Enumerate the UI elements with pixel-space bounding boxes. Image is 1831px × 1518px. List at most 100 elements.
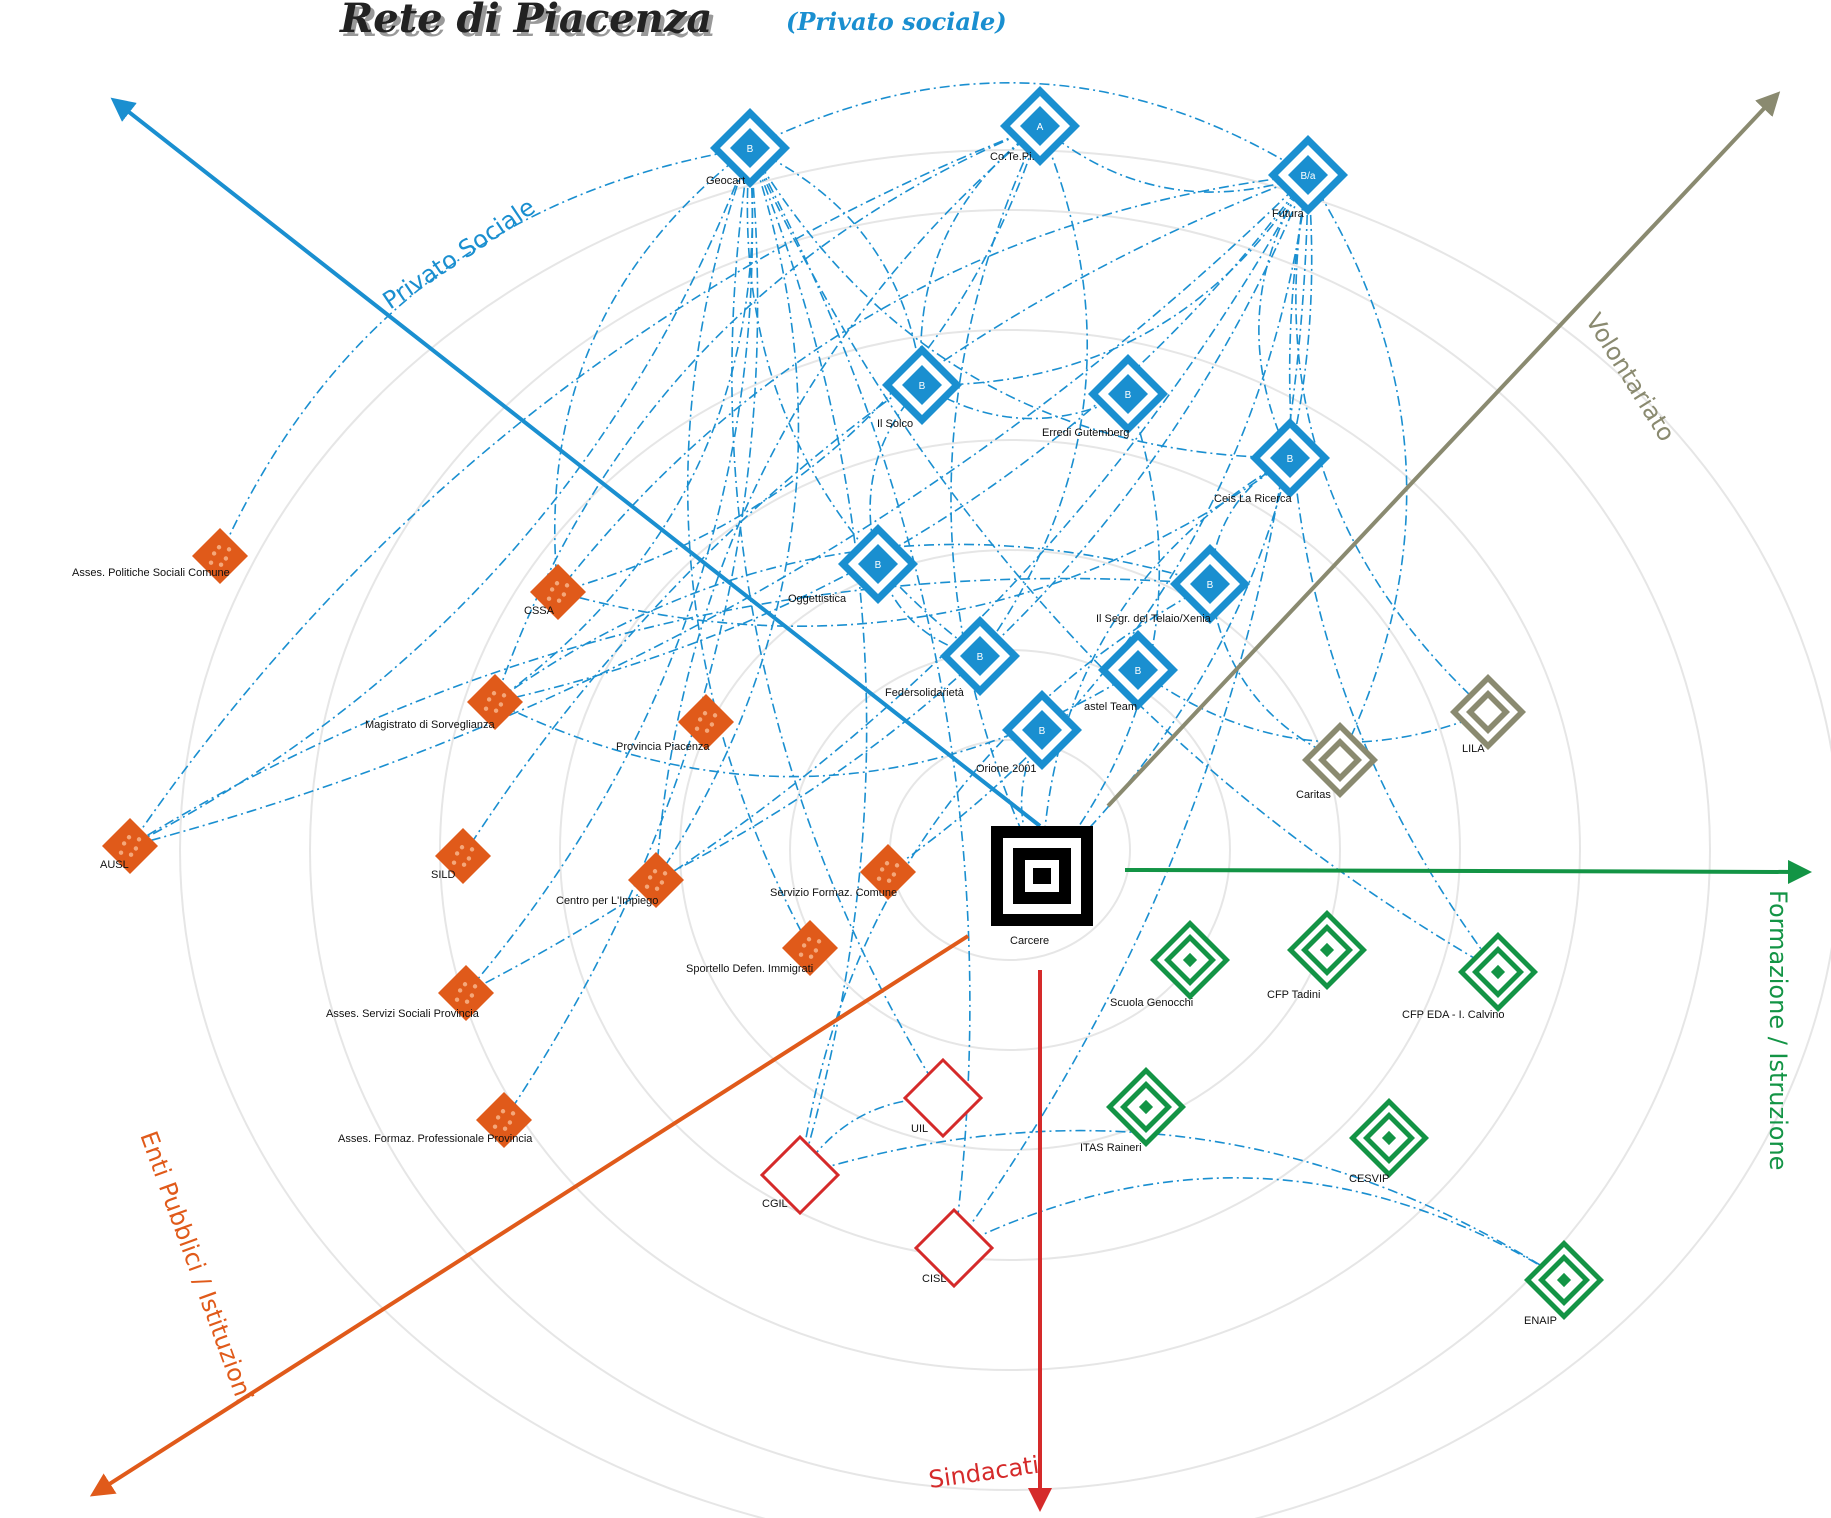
edge-cisl-enaip	[953, 1177, 1565, 1281]
node-label: SILD	[431, 869, 456, 881]
node-label: CGIL	[762, 1198, 788, 1210]
node-label: Servizio Formaz. Comune	[770, 887, 897, 899]
node-label: Ceis La Ricerca	[1214, 493, 1293, 505]
node-cesvip[interactable]: CESVIP	[1349, 1098, 1429, 1185]
edge-futura-caritas	[1307, 174, 1408, 762]
edge-geocart-centroimpiego	[655, 147, 800, 881]
edge-futura-servformaz	[887, 174, 1309, 873]
node-label: Magistrato di Sorveglianza	[365, 719, 496, 731]
node-label: CFP EDA - I. Calvino	[1402, 1009, 1505, 1021]
edge-telaio-caritas	[1209, 583, 1342, 761]
node-cgil[interactable]: CGIL	[759, 1134, 841, 1216]
node-sportello[interactable]: Sportello Defen. Immigrati	[686, 920, 838, 976]
node-lila[interactable]: LILA	[1450, 674, 1526, 755]
node-glyph: B	[919, 381, 926, 392]
edge-futura-cisl	[953, 174, 1309, 1249]
edge-geocart-ilsolco	[749, 147, 927, 387]
node-label: Scuola Genocchi	[1110, 997, 1193, 1009]
node-enaip[interactable]: ENAIP	[1524, 1240, 1604, 1327]
edge-erredi-carcere	[1041, 393, 1161, 877]
node-glyph: B	[747, 144, 754, 155]
edge-geocart-assesserv	[465, 147, 754, 994]
axis-formazione-line	[1124, 859, 1812, 884]
node-cisl[interactable]: CISL	[913, 1207, 995, 1289]
page-subtitle: (Privato sociale)	[786, 7, 1007, 36]
node-label: Asses. Servizi Sociali Provincia	[326, 1008, 480, 1020]
node-label: UIL	[911, 1123, 928, 1135]
axis-label-formazione: Formazione / Istruzione	[1764, 890, 1792, 1170]
edge-futura-magistrato	[493, 174, 1309, 706]
node-assesserv[interactable]: Asses. Servizi Sociali Provincia	[326, 965, 494, 1021]
edge-futura-sild	[462, 174, 1309, 857]
axis-label-sindacati: Sindacati	[927, 1451, 1041, 1494]
node-label: Asses. Politiche Sociali Comune	[72, 567, 230, 579]
axes	[89, 91, 1812, 1512]
node-ausl[interactable]: AUSL	[100, 818, 158, 874]
node-cssa[interactable]: CSSA	[524, 564, 586, 620]
node-telaio[interactable]: BIl Segr. del Telaio/Xenia	[1096, 544, 1250, 625]
edge-futura-ausl	[128, 174, 1309, 849]
node-label: ENAIP	[1524, 1315, 1557, 1327]
node-glyph: B	[875, 560, 882, 571]
edge-cotepi-federsol	[979, 125, 1089, 657]
node-label: CSSA	[524, 605, 555, 617]
node-label: Orione 2001	[976, 763, 1037, 775]
node-sild[interactable]: SILD	[431, 828, 491, 884]
edge-telaio-magistrato	[494, 543, 1211, 703]
carcere-node[interactable]: Carcere	[991, 826, 1093, 947]
node-uil[interactable]: UIL	[902, 1057, 984, 1139]
page-title: Rete di Piacenza	[339, 0, 712, 42]
node-assesform[interactable]: Asses. Formaz. Professionale Provincia	[338, 1092, 533, 1148]
edge-geocart-ceis	[749, 147, 1292, 464]
node-label: Erredi Gutemberg	[1042, 427, 1129, 439]
node-glyph: B	[1125, 390, 1132, 401]
node-label: astel Team	[1084, 701, 1137, 713]
node-calvino[interactable]: CFP EDA - I. Calvino	[1402, 932, 1538, 1021]
node-ilsolco[interactable]: BIl Solco	[877, 345, 962, 430]
node-label: Federsolidarietà	[885, 687, 965, 699]
edge-futura-ilsolco	[920, 174, 1309, 391]
node-glyph: A	[1037, 122, 1044, 133]
edge-futura-lila	[1295, 174, 1489, 713]
node-label: Provincia Piacenza	[616, 741, 710, 753]
node-assespol[interactable]: Asses. Politiche Sociali Comune	[72, 528, 248, 584]
edge-cotepi-cssa	[556, 125, 1041, 595]
network-edges	[128, 82, 1565, 1281]
node-glyph: B/a	[1300, 171, 1315, 182]
node-caritas[interactable]: Caritas	[1296, 722, 1378, 801]
edge-castelteam-lila	[1137, 669, 1490, 744]
node-tadini[interactable]: CFP Tadini	[1267, 910, 1367, 1001]
edge-futura-centroimpiego	[654, 174, 1309, 881]
axis-volontariato-line	[1106, 91, 1781, 808]
node-erredi[interactable]: B Erredi Gutemberg	[1042, 354, 1168, 439]
node-centroimpiego[interactable]: Centro per L'Impiego	[556, 852, 684, 908]
title-shadow: Rete di Piacenza	[343, 0, 716, 46]
node-genocchi[interactable]: Scuola Genocchi	[1110, 920, 1230, 1009]
node-label: Futura	[1272, 208, 1305, 220]
node-label: LILA	[1462, 743, 1485, 755]
edge-futura-calvino	[1288, 174, 1499, 973]
node-label: AUSL	[100, 859, 129, 871]
edge-ceis-cssa	[556, 457, 1291, 628]
node-provincia[interactable]: Provincia Piacenza	[616, 694, 734, 753]
axis-enti-line	[89, 934, 970, 1497]
edge-geocart-ausl	[129, 147, 751, 847]
axis-label-privato: Privato Sociale	[378, 193, 541, 315]
node-servformaz[interactable]: Servizio Formaz. Comune	[770, 844, 916, 900]
node-cotepi[interactable]: ACo.Te.Pi.	[990, 86, 1080, 166]
edge-geocart-assespol	[219, 147, 751, 558]
edge-cotepi-centroimpiego	[651, 125, 1041, 882]
title-block: Rete di Piacenza Rete di Piacenza (Priva…	[339, 0, 1007, 46]
edge-geocart-futura	[749, 82, 1309, 176]
edge-telaio-cgil	[795, 583, 1211, 1177]
node-itas[interactable]: ITAS Raineri	[1080, 1067, 1186, 1154]
node-magistrato[interactable]: Magistrato di Sorveglianza	[365, 674, 523, 731]
edge-cotepi-magistrato	[492, 125, 1041, 704]
